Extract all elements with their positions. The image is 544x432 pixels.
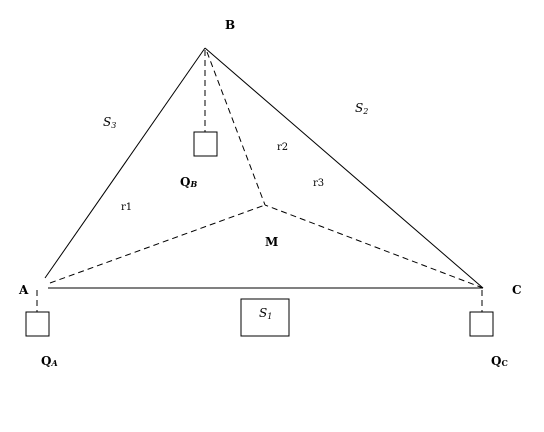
weight-box-c (469, 311, 494, 337)
point-label-m: M (265, 235, 278, 249)
side-label-s2: S2 (355, 101, 368, 116)
weight-box-b (193, 131, 218, 157)
distance-label-r1: r1 (121, 202, 132, 213)
side-s1-box (240, 298, 290, 337)
dashed-line-a-m (49, 204, 266, 284)
weight-box-a (25, 311, 50, 337)
dashed-line-b-m (206, 51, 266, 206)
vertex-label-c: C (512, 283, 522, 297)
load-label-qa: QA (41, 354, 58, 368)
side-label-s3: S3 (103, 115, 116, 130)
distance-label-r2: r2 (277, 142, 288, 153)
distance-label-r3: r3 (313, 178, 324, 189)
side-label-s1: S1 (259, 306, 272, 321)
load-label-qc: QC (491, 354, 508, 368)
side-ab (44, 47, 206, 279)
vertex-label-a: A (18, 283, 29, 297)
vertex-label-b: B (225, 18, 235, 32)
side-bc (204, 47, 484, 289)
dashed-line-c-m (264, 204, 484, 289)
load-label-qb: QB (180, 175, 197, 189)
